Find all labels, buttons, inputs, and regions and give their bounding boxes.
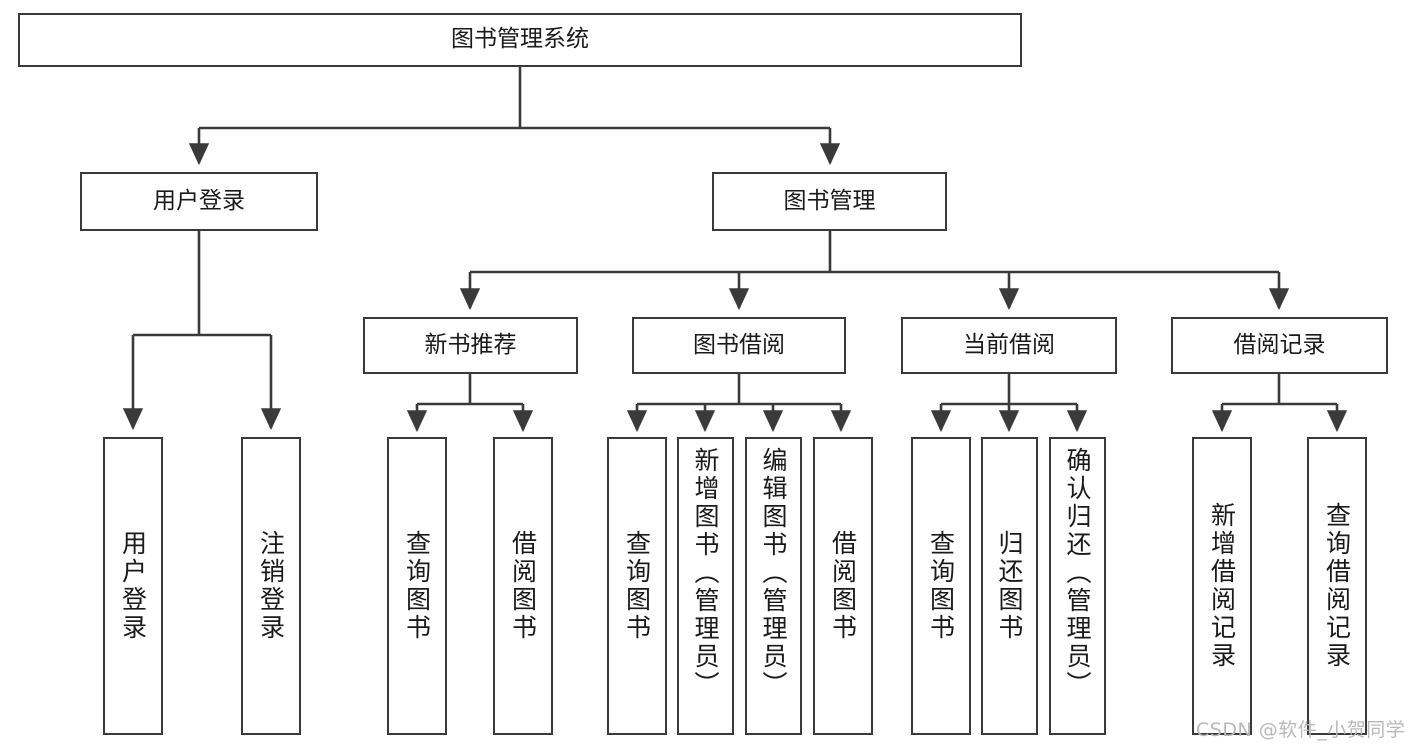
leaf-current-borrow-confirm-return-admin-label: 确认归还（管理员）	[1063, 447, 1092, 699]
leaf-current-borrow-query-book[interactable]: 查询图书	[911, 437, 971, 735]
node-new-book-recommend-label: 新书推荐	[424, 331, 517, 358]
node-book-management-label: 图书管理	[783, 187, 876, 214]
node-root-label: 图书管理系统	[451, 26, 589, 53]
leaf-book-borrow-borrow-book[interactable]: 借阅图书	[813, 437, 873, 735]
node-book-management[interactable]: 图书管理	[712, 172, 947, 231]
node-book-borrow[interactable]: 图书借阅	[632, 317, 846, 374]
leaf-book-borrow-borrow-book-label: 借阅图书	[828, 530, 858, 642]
leaf-book-borrow-add-book-admin-label: 新增图书（管理员）	[691, 447, 720, 699]
leaf-borrow-record-query-record[interactable]: 查询借阅记录	[1307, 437, 1367, 735]
node-current-borrow[interactable]: 当前借阅	[901, 317, 1117, 374]
leaf-current-borrow-return-book-label: 归还图书	[995, 530, 1024, 642]
leaf-book-borrow-query-book-label: 查询图书	[622, 530, 652, 642]
leaf-borrow-record-query-record-label: 查询借阅记录	[1322, 502, 1352, 670]
leaf-book-borrow-edit-book-admin[interactable]: 编辑图书（管理员）	[745, 437, 802, 735]
leaf-new-book-query-book-label: 查询图书	[402, 530, 432, 642]
leaf-book-borrow-edit-book-admin-label: 编辑图书（管理员）	[759, 447, 788, 699]
leaf-user-login-logout-label: 注销登录	[256, 530, 286, 642]
node-book-borrow-label: 图书借阅	[693, 331, 785, 358]
node-new-book-recommend[interactable]: 新书推荐	[363, 317, 578, 374]
leaf-user-login-logout[interactable]: 注销登录	[241, 437, 301, 735]
leaf-current-borrow-return-book[interactable]: 归还图书	[981, 437, 1038, 735]
leaf-new-book-borrow-book-label: 借阅图书	[508, 530, 538, 642]
node-borrow-record-label: 借阅记录	[1233, 331, 1326, 358]
node-borrow-record[interactable]: 借阅记录	[1171, 317, 1388, 374]
node-current-borrow-label: 当前借阅	[963, 331, 1055, 358]
node-user-login[interactable]: 用户登录	[80, 172, 318, 231]
node-root-book-management-system[interactable]: 图书管理系统	[18, 13, 1022, 67]
leaf-borrow-record-add-record-label: 新增借阅记录	[1207, 502, 1237, 670]
leaf-current-borrow-query-book-label: 查询图书	[926, 530, 956, 642]
leaf-book-borrow-query-book[interactable]: 查询图书	[607, 437, 667, 735]
leaf-user-login-login-label: 用户登录	[118, 530, 148, 642]
leaf-user-login-login[interactable]: 用户登录	[103, 437, 163, 735]
leaf-new-book-query-book[interactable]: 查询图书	[387, 437, 447, 735]
node-user-login-label: 用户登录	[153, 187, 245, 214]
leaf-borrow-record-add-record[interactable]: 新增借阅记录	[1192, 437, 1252, 735]
leaf-new-book-borrow-book[interactable]: 借阅图书	[493, 437, 553, 735]
leaf-book-borrow-add-book-admin[interactable]: 新增图书（管理员）	[677, 437, 734, 735]
leaf-current-borrow-confirm-return-admin[interactable]: 确认归还（管理员）	[1049, 437, 1106, 735]
